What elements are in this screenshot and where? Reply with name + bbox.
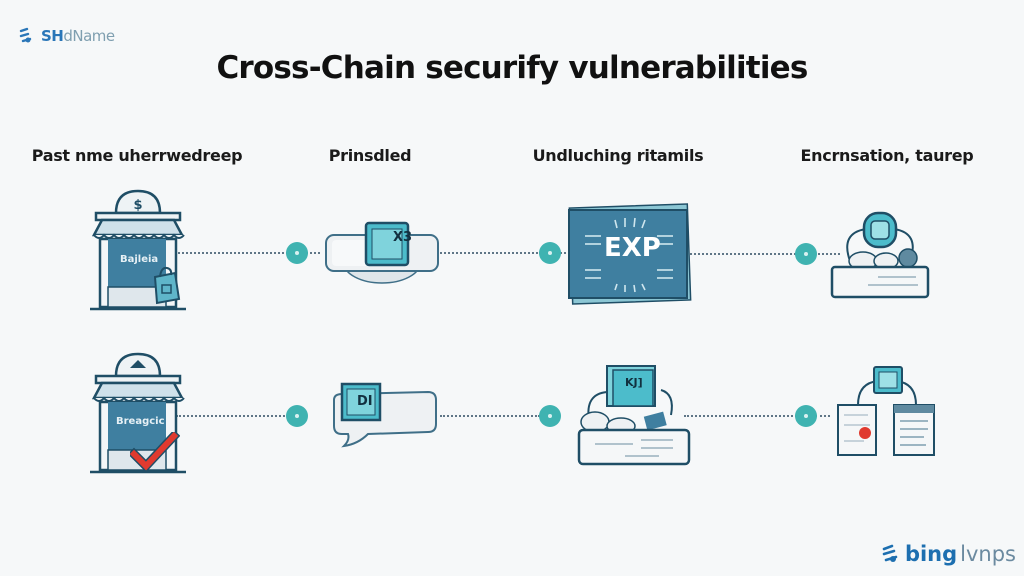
column-label-2: Prinsdled: [328, 146, 412, 165]
documents-link-icon: [837, 366, 935, 456]
device-glyph: X3: [393, 230, 413, 245]
brand-name-bottom-rest: lvnps: [960, 542, 1016, 566]
flow-node[interactable]: [795, 405, 817, 427]
flow-node[interactable]: [539, 405, 561, 427]
column-label-4: Encrnsation, taurep: [800, 146, 974, 165]
svg-text:$: $: [133, 198, 142, 213]
connector-line: [170, 252, 320, 254]
connector-line: [684, 415, 804, 417]
flow-node[interactable]: [286, 405, 308, 427]
network-logo-icon: [19, 27, 32, 43]
lock-vault-icon: [830, 211, 930, 299]
connector-line: [440, 252, 570, 254]
storefront-icon: $: [90, 189, 186, 311]
exp-card-icon: [568, 203, 692, 305]
checkmark-icon: [130, 432, 180, 472]
flow-node[interactable]: [539, 242, 561, 264]
column-label-1: Past nme uherrwedreep: [31, 146, 243, 165]
flow-node[interactable]: [286, 242, 308, 264]
connector-line: [176, 415, 296, 417]
page-title: Cross-Chain securify vulnerabilities: [216, 50, 808, 86]
device-x-icon: [325, 221, 439, 284]
brand-logo-top: SHdName: [18, 27, 115, 45]
exp-label: EXP: [604, 233, 661, 263]
storefront-icon: [90, 352, 186, 474]
chat-glyph: DI: [357, 394, 373, 409]
connector-line: [815, 415, 830, 417]
monitor-basket-icon: [577, 365, 691, 466]
brand-name-top: SHdName: [41, 27, 115, 45]
store-sign: Breagcic: [116, 416, 165, 427]
monitor-glyph: KJ]: [625, 376, 643, 389]
chat-bubble-icon: [333, 382, 437, 448]
brand-name-bottom-bold: bing: [904, 542, 958, 566]
flow-node[interactable]: [795, 243, 817, 265]
store-sign: Bajleia: [120, 254, 159, 265]
column-label-3: Undluching ritamils: [532, 146, 704, 165]
shopping-bag-icon: [153, 266, 181, 305]
network-logo-icon: [882, 544, 898, 562]
connector-line: [440, 415, 540, 417]
connector-line: [690, 253, 840, 255]
